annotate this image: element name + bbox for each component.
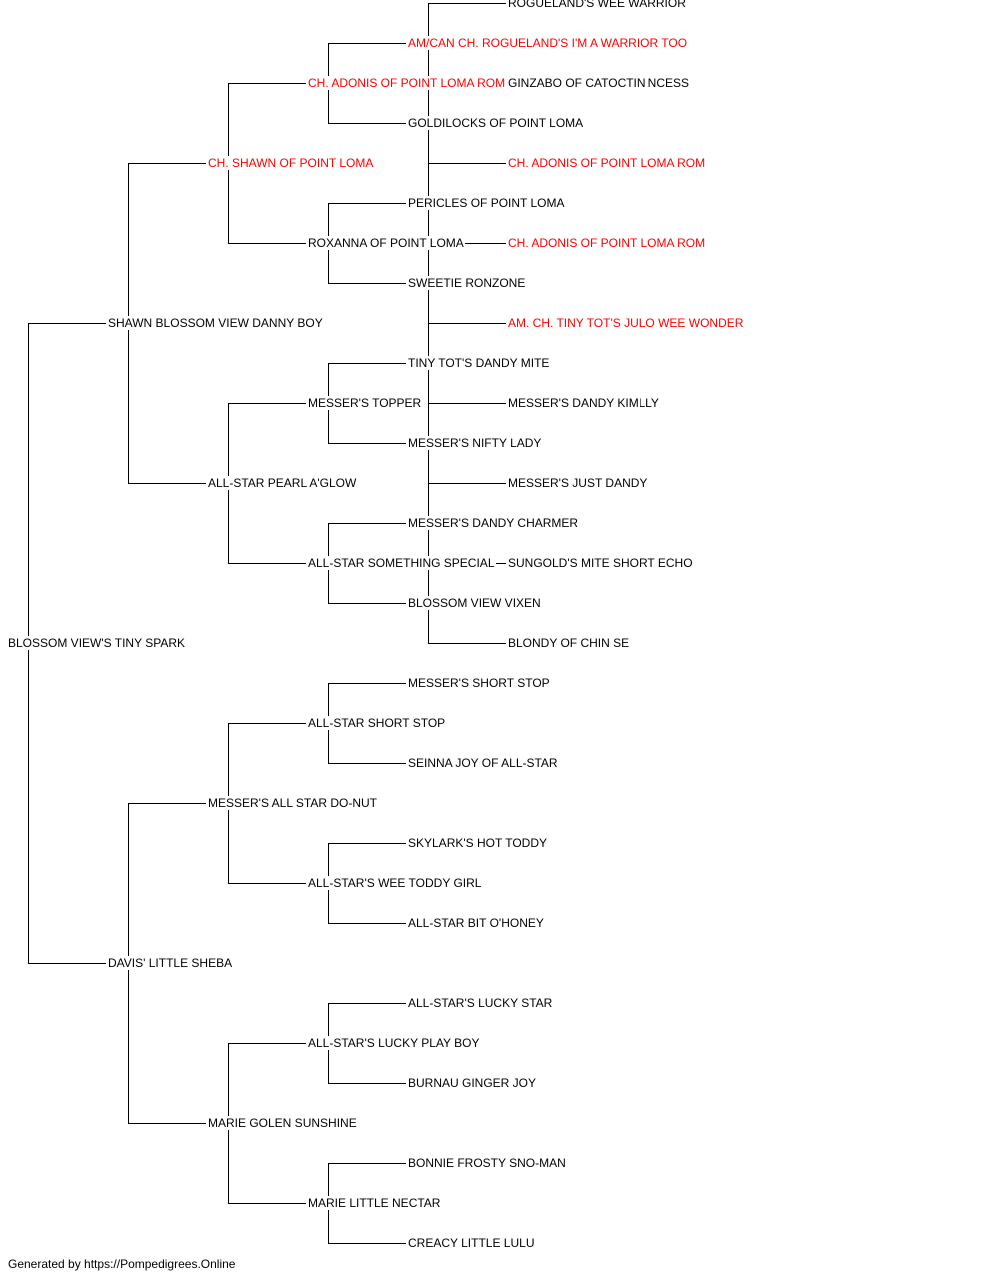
- dog-dam-sire-sire-dam: SEINNA JOY OF ALL-STAR: [408, 756, 559, 770]
- dog-dam-dam-sire-dam: BURNAU GINGER JOY: [408, 1076, 538, 1090]
- dog-sire-dam-sire-sire-sire: AM. CH. TINY TOT'S JULO WEE WONDER: [508, 316, 745, 330]
- dog-dam-dam-sire-sire: ALL-STAR'S LUCKY STAR: [408, 996, 554, 1010]
- dog-dam-sire: MESSER'S ALL STAR DO-NUT: [208, 796, 378, 810]
- dog-dam-dam-sire: ALL-STAR'S LUCKY PLAY BOY: [308, 1036, 481, 1050]
- dog-sire-sire-sire: CH. ADONIS OF POINT LOMA ROM: [308, 76, 507, 90]
- dog-dam-sire-sire: ALL-STAR SHORT STOP: [308, 716, 447, 730]
- dog-dam-dam-dam: MARIE LITTLE NECTAR: [308, 1196, 442, 1210]
- dog-sire-sire-dam-dam: SWEETIE RONZONE: [408, 276, 527, 290]
- generated-by-footer: Generated by https://Pompedigrees.Online: [8, 1257, 236, 1271]
- dog-sire-dam-dam: ALL-STAR SOMETHING SPECIAL: [308, 556, 496, 570]
- dog-sire-dam-dam-sire-sire: MESSER'S JUST DANDY: [508, 476, 649, 490]
- dog-dam-sire-sire-sire: MESSER'S SHORT STOP: [408, 676, 551, 690]
- dog-sire-sire-sire-sire-sire: ROGUELAND'S WEE WARRIOR: [508, 0, 687, 10]
- dog-sire-dam-dam-dam-dam: BLONDY OF CHIN SE: [508, 636, 631, 650]
- dog: BLOSSOM VIEW'S TINY SPARK: [8, 636, 187, 650]
- dog-dam-dam-dam-sire: BONNIE FROSTY SNO-MAN: [408, 1156, 567, 1170]
- dog-sire-sire-dam-sire: PERICLES OF POINT LOMA: [408, 196, 566, 210]
- dog-sire-sire-dam-dam-sire: CH. ADONIS OF POINT LOMA ROM: [508, 236, 707, 250]
- dog-sire-dam-dam-sire: MESSER'S DANDY CHARMER: [408, 516, 580, 530]
- dog-sire-sire-sire-sire: AM/CAN CH. ROGUELAND'S I'M A WARRIOR TOO: [408, 36, 689, 50]
- dog-dam-sire-dam-dam: ALL-STAR BIT O'HONEY: [408, 916, 545, 930]
- dog-sire-sire-dam-sire-sire: CH. ADONIS OF POINT LOMA ROM: [508, 156, 707, 170]
- dog-sire-dam-sire-dam: MESSER'S NIFTY LADY: [408, 436, 543, 450]
- dog-dam-dam-dam-dam: CREACY LITTLE LULU: [408, 1236, 536, 1250]
- dog-sire-sire-sire-dam: GOLDILOCKS OF POINT LOMA: [408, 116, 585, 130]
- dog-sire-dam: ALL-STAR PEARL A'GLOW: [208, 476, 358, 490]
- dog-dam-dam: MARIE GOLEN SUNSHINE: [208, 1116, 358, 1130]
- dog-sire-sire-sire-dam-sire: GINZABO OF CATOCTIN: [508, 76, 647, 90]
- dog-sire-dam-dam-dam: BLOSSOM VIEW VIXEN: [408, 596, 542, 610]
- dog-sire-dam-dam-dam-sire: SUNGOLD'S MITE SHORT ECHO: [508, 556, 694, 570]
- dog-sire-dam-sire-sire: TINY TOT'S DANDY MITE: [408, 356, 551, 370]
- dog-sire: SHAWN BLOSSOM VIEW DANNY BOY: [108, 316, 324, 330]
- dog-dam-sire-dam-sire: SKYLARK'S HOT TODDY: [408, 836, 549, 850]
- dog-sire-dam-sire-dam-sire: MESSER'S DANDY KIM: [508, 396, 640, 410]
- dog-sire-dam-sire: MESSER'S TOPPER: [308, 396, 423, 410]
- dog-dam-sire-dam: ALL-STAR'S WEE TODDY GIRL: [308, 876, 483, 890]
- dog-sire-sire: CH. SHAWN OF POINT LOMA: [208, 156, 375, 170]
- dog-dam: DAVIS' LITTLE SHEBA: [108, 956, 234, 970]
- dog-sire-sire-dam: ROXANNA OF POINT LOMA: [308, 236, 465, 250]
